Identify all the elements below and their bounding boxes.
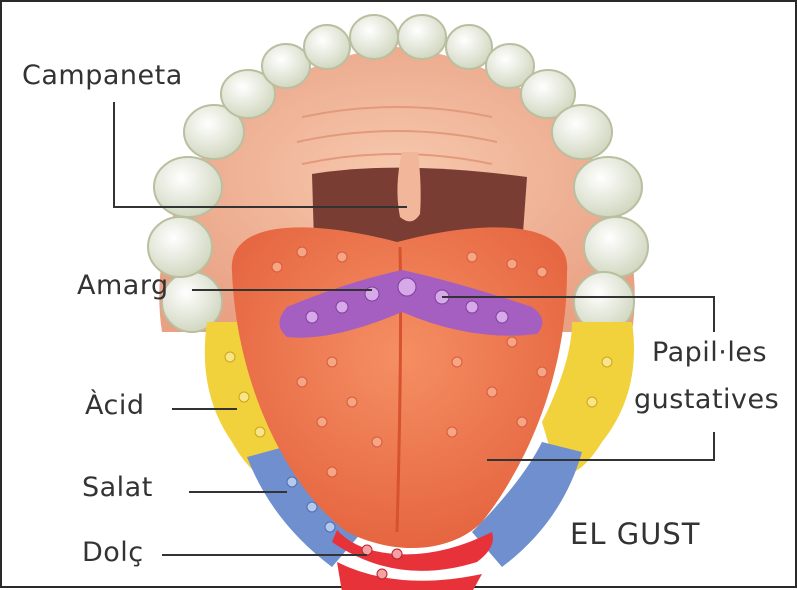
uvula [397, 152, 420, 221]
label-campaneta: Campaneta [22, 60, 183, 91]
label-salat: Salat [82, 472, 153, 503]
label-acid: Àcid [85, 390, 144, 421]
label-papilles-line2: gustatives [634, 384, 779, 415]
label-dolc: Dolç [82, 537, 144, 568]
label-papilles-line1: Papil·les [652, 337, 767, 368]
diagram-title: EL GUST [570, 517, 701, 551]
label-amarg: Amarg [77, 270, 169, 301]
